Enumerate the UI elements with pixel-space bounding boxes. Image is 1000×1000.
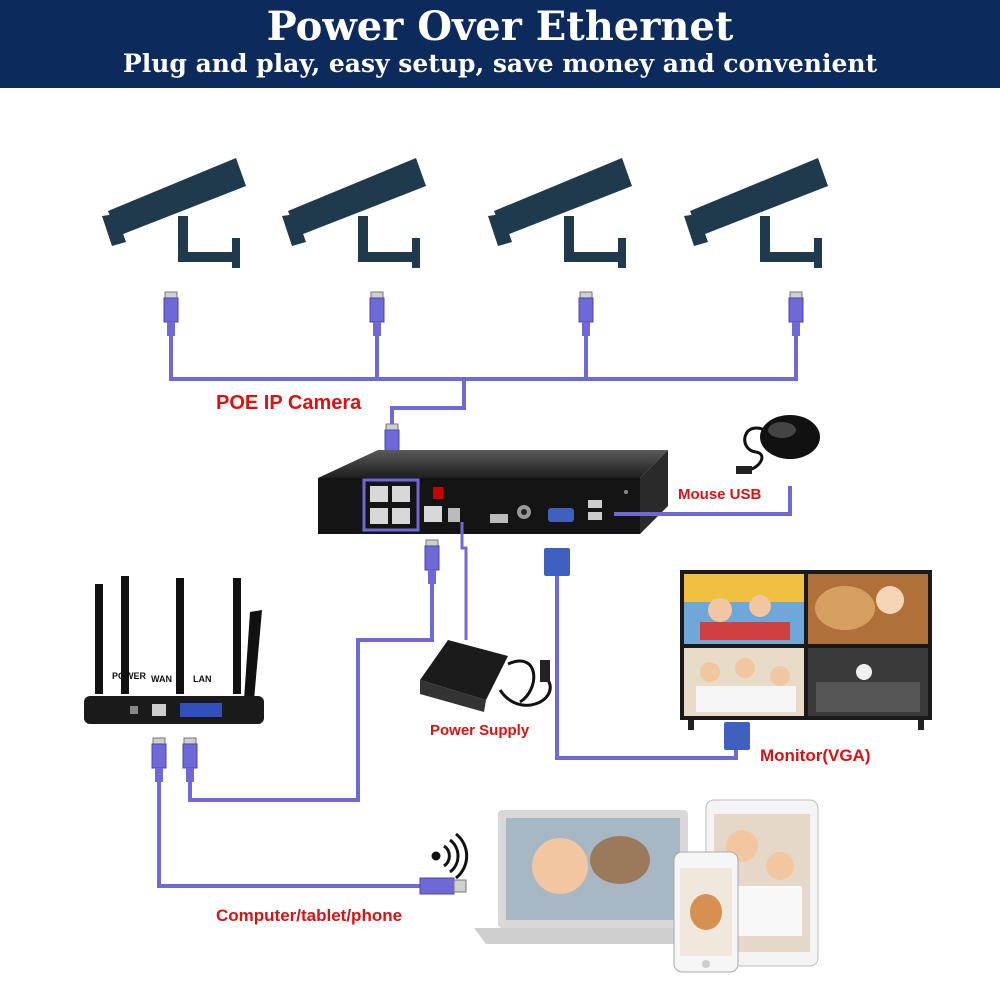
vga-cable: [555, 576, 738, 760]
camera-cable-bus: [169, 336, 798, 430]
page-subtitle: Plug and play, easy setup, save money an…: [122, 49, 878, 78]
poe-camera-2: [282, 158, 426, 268]
usb-mouse: [736, 415, 820, 474]
label-power-supply: Power Supply: [430, 722, 530, 739]
phone-device: [673, 851, 739, 973]
mouse-usb-cable: [614, 486, 792, 516]
power-cable: [460, 522, 468, 640]
camera-1-plug: [163, 291, 179, 337]
vga-plug-monitor: [724, 722, 750, 750]
router-port-label-wan: WAN: [151, 674, 172, 684]
router-to-devices-cable: [157, 782, 420, 888]
wifi-router: [84, 576, 264, 724]
router-lan-plug-1: [151, 737, 167, 783]
camera-2-plug: [369, 291, 385, 337]
label-computer-tablet-phone: Computer/tablet/phone: [216, 906, 403, 925]
label-mouse-usb: Mouse USB: [678, 486, 762, 503]
monitor-display: [680, 570, 932, 730]
router-port-label-lan: LAN: [193, 674, 212, 684]
poe-camera-3: [488, 158, 632, 268]
wifi-signal-icon: [431, 832, 469, 880]
poe-camera-1: [102, 158, 246, 268]
power-supply-adapter: [420, 640, 552, 712]
camera-4-plug: [788, 291, 804, 337]
router-port-label-power: POWER: [112, 671, 147, 681]
label-monitor-vga: Monitor(VGA): [760, 746, 871, 765]
label-poe-ip-camera: POE IP Camera: [216, 392, 362, 414]
poe-camera-4: [684, 158, 828, 268]
devices-plug: [419, 877, 467, 895]
camera-3-plug: [578, 291, 594, 337]
header-banner: Power Over Ethernet Plug and play, easy …: [0, 0, 1000, 88]
page-title: Power Over Ethernet: [266, 3, 734, 50]
nvr-to-router-cable: [188, 584, 434, 802]
router-lan-plug-2: [182, 737, 198, 783]
laptop-device: [474, 810, 712, 944]
nvr-recorder: [318, 450, 668, 534]
nvr-lan-plug: [424, 539, 440, 585]
vga-plug-nvr: [544, 548, 570, 576]
